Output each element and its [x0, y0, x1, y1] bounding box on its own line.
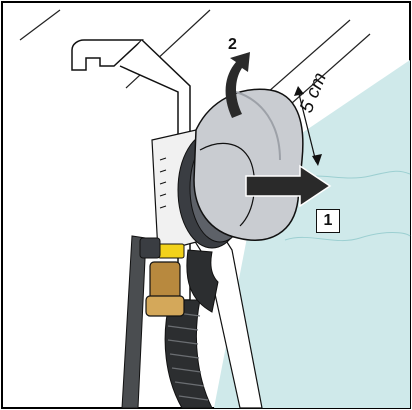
- pool-water: [214, 60, 410, 408]
- cable: [121, 235, 147, 409]
- water-ripple: [299, 170, 411, 179]
- plate-ribs: [159, 157, 167, 209]
- arrow-right-icon: [245, 164, 332, 208]
- skimmer-body: [193, 88, 304, 241]
- yellow-ring: [157, 243, 185, 259]
- step-1-box: 1: [316, 209, 340, 233]
- wall-line: [19, 9, 61, 41]
- measure-arrow-bottom: [312, 154, 322, 166]
- water-ripple: [284, 232, 411, 242]
- skimmer-body-contour: [199, 142, 256, 227]
- measure-arrow-top: [294, 86, 304, 96]
- step-2-label: 2: [228, 36, 237, 53]
- brass-nut: [145, 295, 185, 317]
- skimmer-highlight: [235, 91, 281, 161]
- curved-arrow-icon: [225, 52, 250, 118]
- pool-rail: [71, 39, 144, 71]
- hose-upper: [186, 249, 219, 313]
- measure-line: [297, 89, 317, 163]
- valve: [139, 237, 161, 259]
- step-1-label: 1: [323, 212, 333, 229]
- hose-ribs: [167, 311, 209, 401]
